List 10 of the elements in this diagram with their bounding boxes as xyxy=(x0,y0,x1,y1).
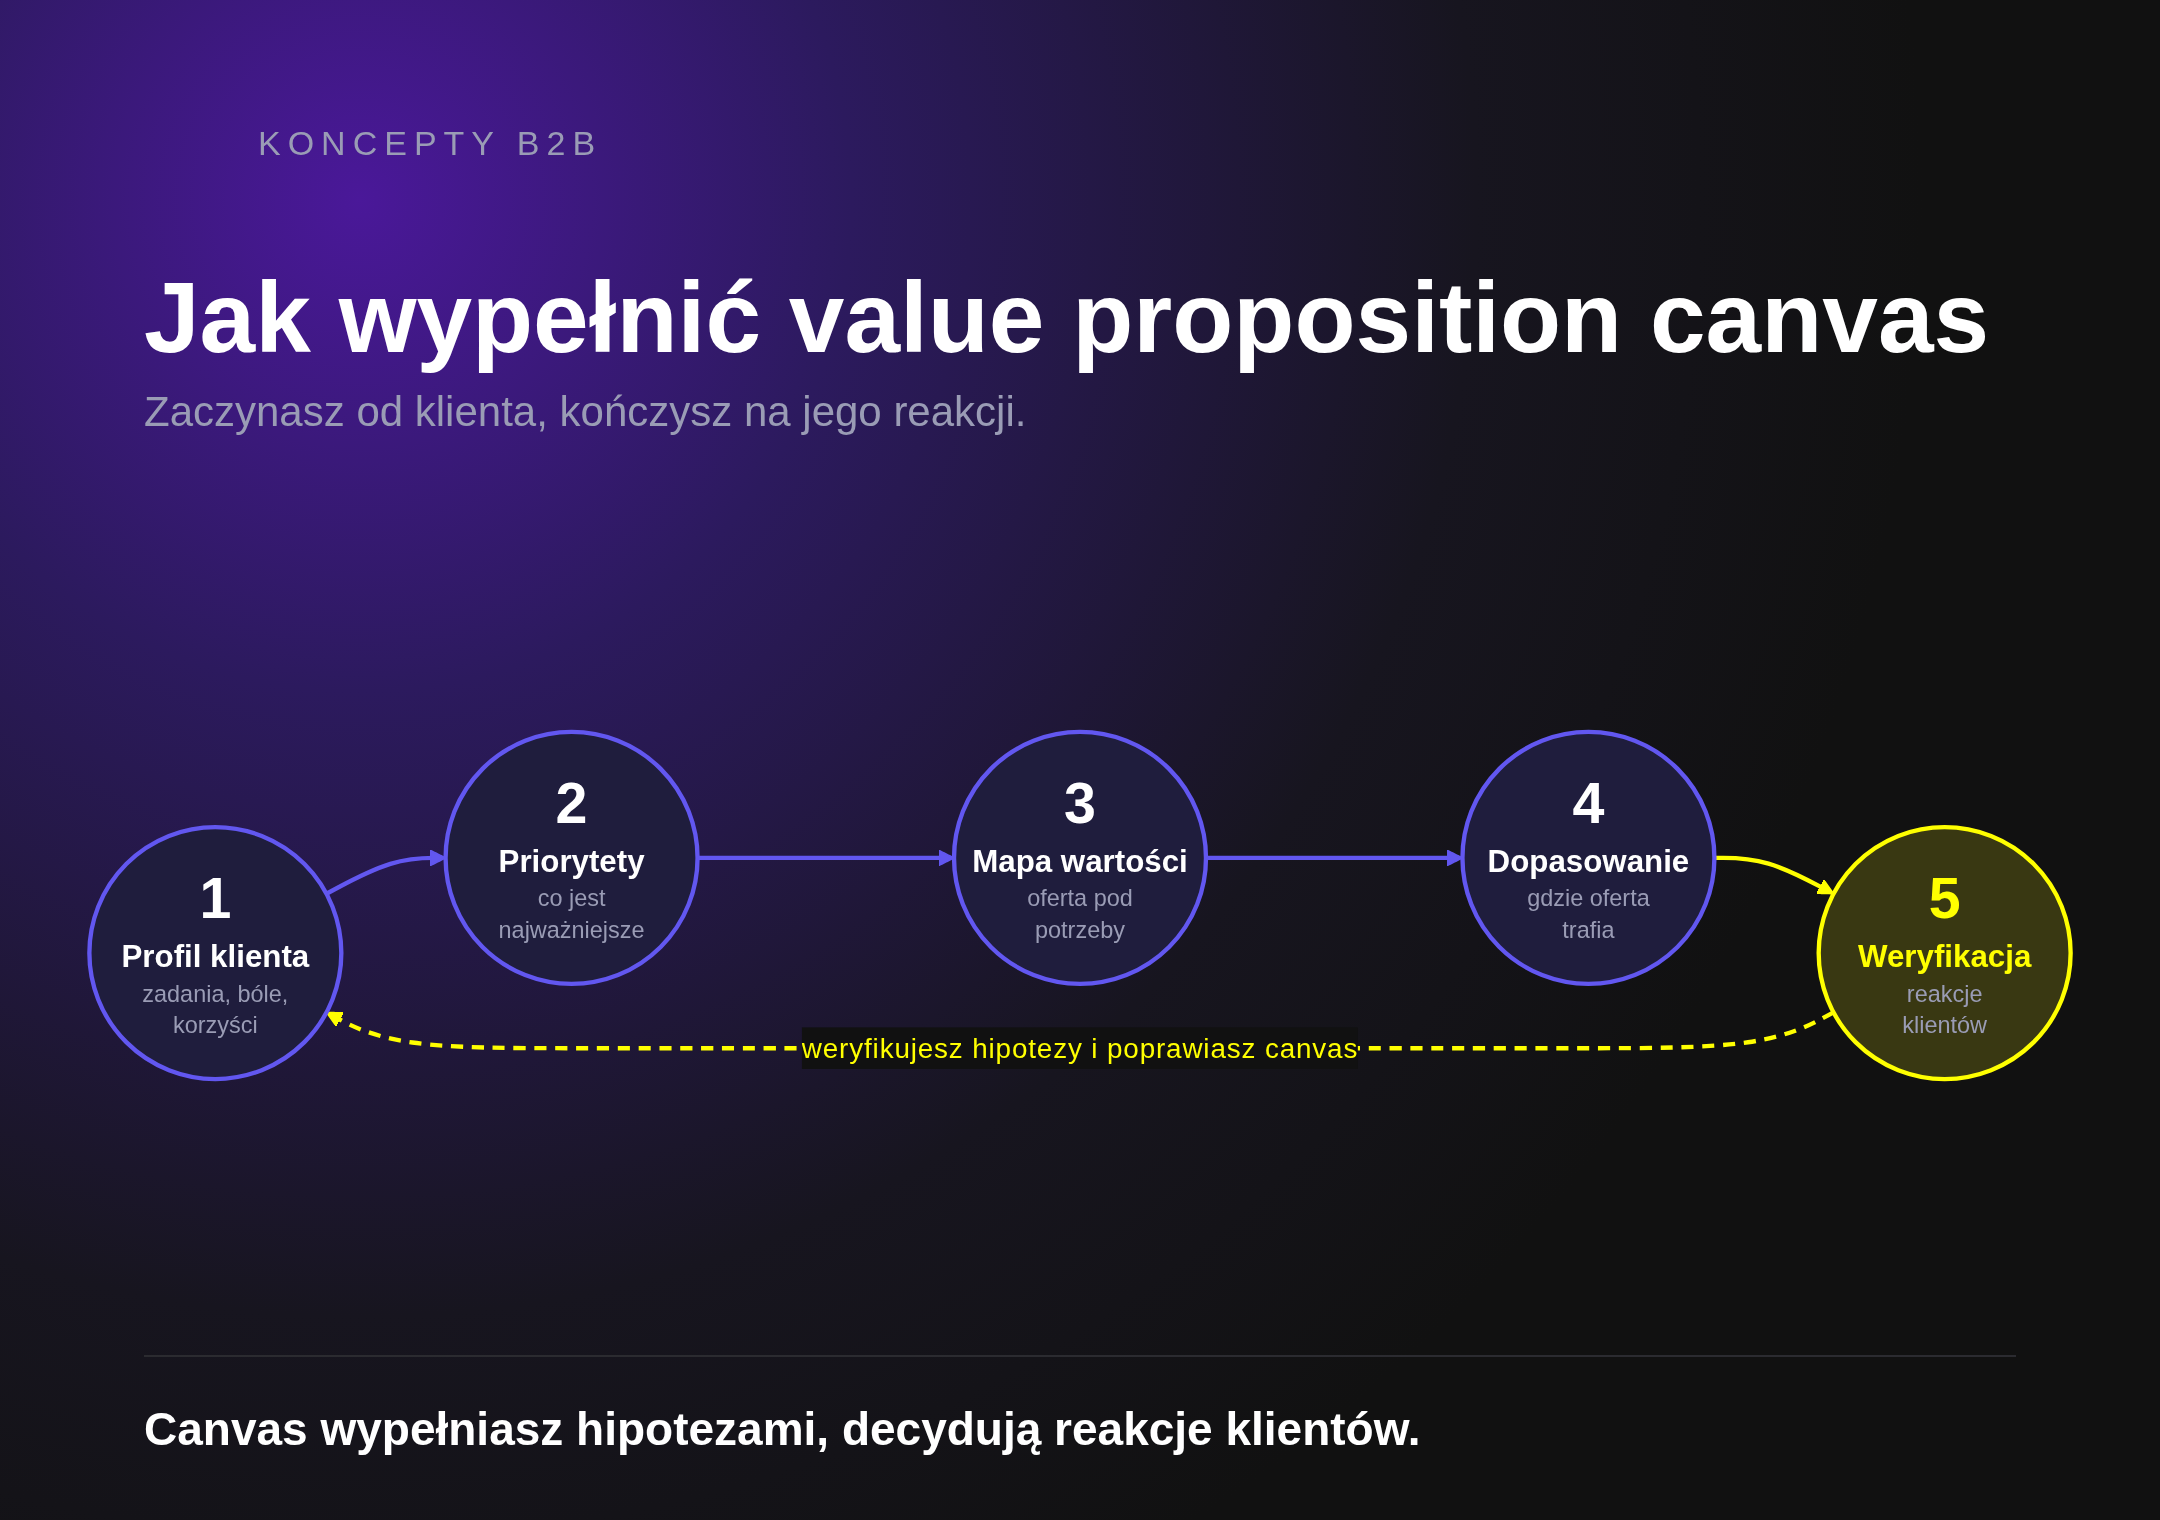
node-circle: 3 Mapa wartości oferta pod potrzeby xyxy=(951,729,1209,986)
edge-label: weryfikujesz hipotezy i poprawiasz canvas xyxy=(801,1032,1359,1064)
node-circle: 5 Weryfikacja reakcje klientów xyxy=(1816,824,2073,1081)
title: Jak wypełnić value proposition canvas xyxy=(144,262,1990,372)
node-circle: 1 Profil klienta zadania, bóle, korzyści xyxy=(87,824,344,1081)
subtitle: Zaczynasz od klienta, kończysz na jego reakcji. xyxy=(144,388,1027,436)
caption: Canvas wypełniasz hipotezami, decydują reakcje klientów. xyxy=(144,1402,1421,1456)
header-label: KONCEPTY B2B xyxy=(258,124,603,163)
node-circle: 4 Dopasowanie gdzie oferta trafia xyxy=(1460,729,1717,986)
node-circle: 2 Priorytety co jest najważniejsze xyxy=(443,729,700,986)
